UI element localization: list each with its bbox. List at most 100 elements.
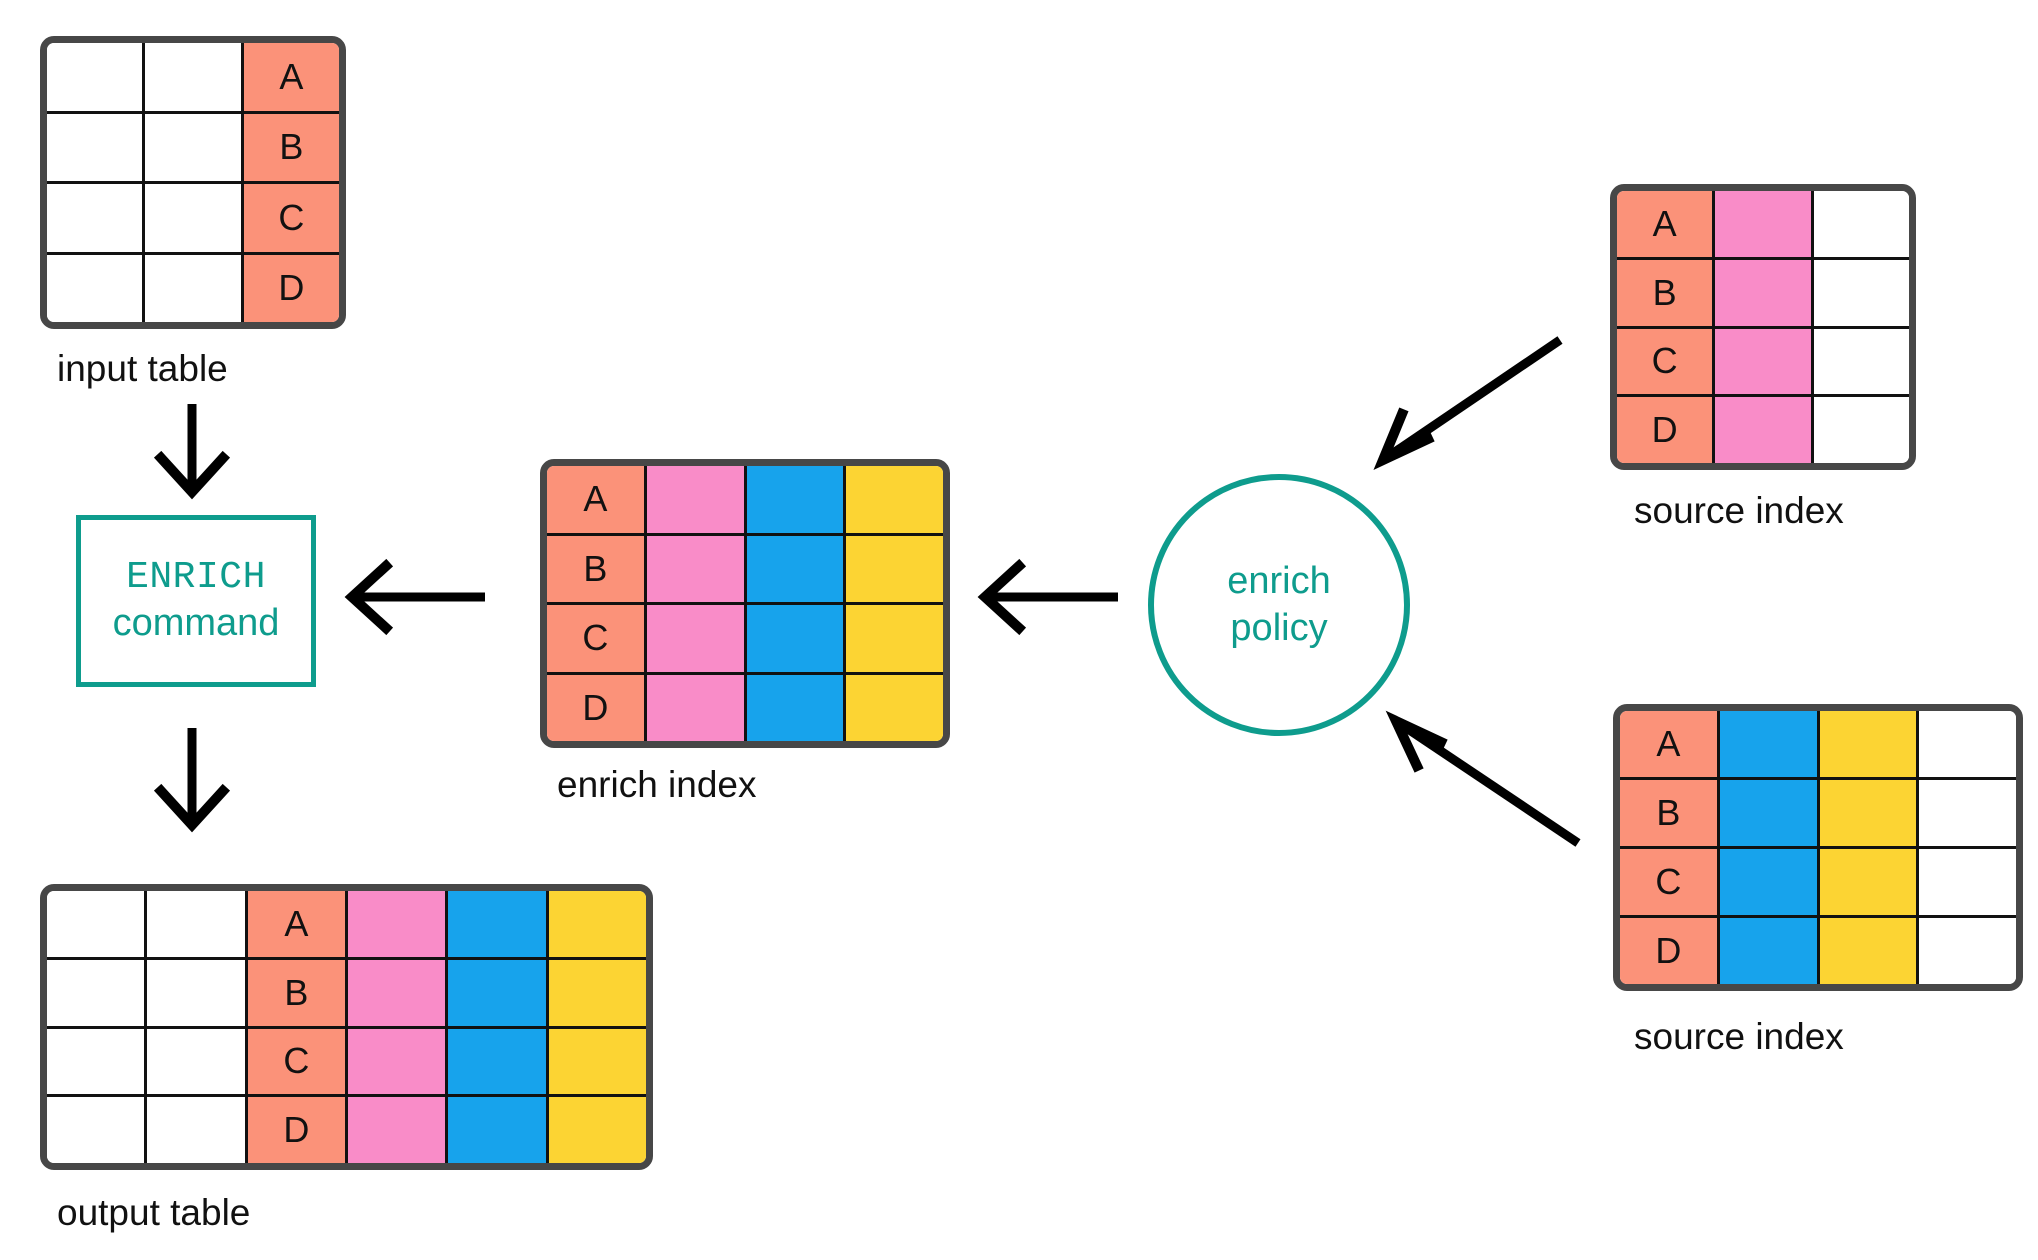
- table-cell: [47, 113, 143, 181]
- table-cell: [47, 1097, 145, 1163]
- enrich-command-keyword: ENRICH: [126, 556, 266, 600]
- table-cell: [743, 605, 844, 672]
- table-cell: [144, 1097, 245, 1163]
- table-cell-key: B: [1617, 259, 1713, 326]
- table-row: D: [1617, 394, 1909, 463]
- table-cell: [142, 254, 241, 322]
- table-cell: [1916, 849, 2016, 915]
- table-cell: [344, 1097, 446, 1163]
- table-cell: [643, 535, 744, 602]
- table-cell-key: A: [240, 43, 339, 111]
- table-cell-key: D: [1620, 918, 1717, 984]
- table-row: A: [1617, 191, 1909, 257]
- table-cell: [1712, 259, 1811, 326]
- table-cell: [743, 535, 844, 602]
- table-cell: [445, 891, 546, 957]
- enrich-policy-line2: policy: [1230, 607, 1328, 649]
- table-cell-key: D: [244, 1097, 345, 1163]
- table-cell-key: B: [244, 959, 345, 1026]
- table-cell-key: A: [244, 891, 345, 957]
- table-cell: [142, 113, 241, 181]
- table-cell-key: A: [1620, 711, 1717, 777]
- table-cell: [1816, 849, 1917, 915]
- table-row: A: [47, 43, 339, 111]
- table-cell: [1810, 191, 1909, 257]
- table-cell: [344, 1028, 446, 1095]
- table-cell-key: C: [547, 605, 644, 672]
- table-cell: [47, 254, 143, 322]
- table-cell-key: D: [547, 674, 644, 741]
- table-row: A: [47, 891, 646, 957]
- table-row: D: [1620, 915, 2016, 984]
- enrich-policy-line1: enrich: [1227, 559, 1331, 602]
- table-cell: [47, 43, 143, 111]
- table-cell-key: C: [240, 184, 339, 252]
- table-cell-key: B: [1620, 780, 1717, 846]
- table-cell: [843, 674, 943, 741]
- table-cell: [1716, 711, 1817, 777]
- enrich-command-box[interactable]: ENRICH command: [76, 515, 316, 687]
- table-cell-key: D: [240, 254, 339, 322]
- table-cell: [545, 959, 646, 1026]
- table-cell: [344, 959, 446, 1026]
- table-cell-key: B: [547, 535, 644, 602]
- table-row: D: [47, 251, 339, 322]
- table-cell: [445, 1028, 546, 1095]
- table-cell: [144, 891, 245, 957]
- enrich-policy-node[interactable]: enrich policy: [1148, 474, 1410, 736]
- arrow-policy-to-enrich-index-icon: [977, 558, 1118, 636]
- table-cell: [142, 43, 241, 111]
- table-cell-key: A: [547, 466, 644, 533]
- table-cell: [545, 1028, 646, 1095]
- table-cell: [843, 535, 943, 602]
- table-cell-key: C: [244, 1028, 345, 1095]
- table-cell: [1810, 259, 1909, 326]
- table-cell: [843, 466, 943, 533]
- table-row: B: [547, 532, 943, 602]
- table-cell: [445, 959, 546, 1026]
- arrow-source-top-to-policy-icon: [1373, 336, 1563, 470]
- table-row: C: [1620, 846, 2016, 915]
- enrich-command-word: command: [112, 602, 280, 644]
- table-row: D: [547, 671, 943, 741]
- table-cell: [1712, 397, 1811, 463]
- table-row: C: [547, 602, 943, 672]
- table-cell-key: C: [1620, 849, 1717, 915]
- arrow-input-to-command-icon: [153, 404, 231, 500]
- table-cell: [643, 605, 744, 672]
- table-cell-key: D: [1617, 397, 1713, 463]
- table-cell: [144, 1028, 245, 1095]
- table-row: B: [47, 956, 646, 1026]
- table-cell: [47, 1028, 145, 1095]
- table-cell: [445, 1097, 546, 1163]
- table-cell: [47, 891, 145, 957]
- table-cell: [1810, 397, 1909, 463]
- arrow-command-to-output-icon: [153, 728, 231, 833]
- table-row: B: [47, 110, 339, 181]
- table-cell: [843, 605, 943, 672]
- table-cell: [1916, 780, 2016, 846]
- table-cell: [743, 674, 844, 741]
- source-index-bottom-caption: source index: [1634, 1016, 1844, 1057]
- table-row: D: [47, 1094, 646, 1163]
- table-row: A: [547, 466, 943, 533]
- table-cell: [1716, 918, 1817, 984]
- table-cell: [545, 1097, 646, 1163]
- table-cell: [643, 466, 744, 533]
- table-cell: [144, 959, 245, 1026]
- table-cell: [545, 891, 646, 957]
- table-row: C: [47, 181, 339, 252]
- table-row: A: [1620, 711, 2016, 777]
- table-cell: [1816, 918, 1917, 984]
- table-cell: [1716, 849, 1817, 915]
- table-cell: [1816, 780, 1917, 846]
- output-table-caption: output table: [57, 1192, 251, 1233]
- table-cell: [1916, 918, 2016, 984]
- table-cell: [47, 184, 143, 252]
